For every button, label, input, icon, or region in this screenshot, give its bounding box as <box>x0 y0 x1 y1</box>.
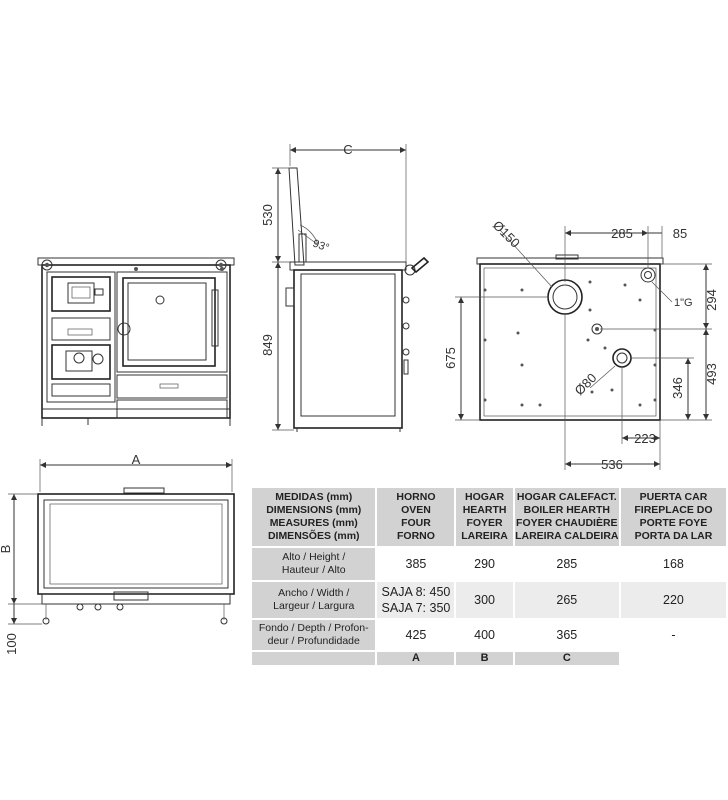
row-label-height: Alto / Height / Hauteur / Alto <box>252 548 376 580</box>
cell-boiler-height: 285 <box>556 556 578 571</box>
dim-849: 849 <box>260 334 275 356</box>
footer-blank <box>252 652 376 665</box>
dimensions-table: MEDIDAS (mm) DIMENSIONS (mm) MEASURES (m… <box>250 486 728 667</box>
dim-530: 530 <box>260 204 275 226</box>
footer-c: C <box>514 652 619 665</box>
header-door: PUERTA CAR FIREPLACE DO PORTE FOYE PORTA… <box>620 488 726 546</box>
dim-80: Ø80 <box>572 370 600 398</box>
table-row: Alto / Height / Hauteur / Alto 385 290 2… <box>252 548 726 580</box>
dim-100: 100 <box>4 633 19 655</box>
front-view <box>37 257 235 426</box>
cell-door-height: 168 <box>663 556 684 571</box>
cell-hearth-height: 290 <box>474 556 495 571</box>
dim-675: 675 <box>443 347 458 369</box>
dim-150: Ø150 <box>490 218 523 251</box>
dim-493: 493 <box>704 363 719 385</box>
cell-boiler-width: 265 <box>514 582 619 618</box>
side-view <box>272 144 430 432</box>
dim-346: 346 <box>670 377 685 399</box>
top-view <box>8 459 235 625</box>
cell-hearth-depth: 400 <box>474 627 495 642</box>
dim-85: 85 <box>673 226 687 241</box>
dim-536: 536 <box>601 457 623 472</box>
dim-a: A <box>132 452 141 467</box>
dim-1g: 1"G <box>674 297 693 309</box>
cell-hearth-width: 300 <box>456 582 513 618</box>
back-view <box>455 226 712 470</box>
row-label-depth: Fondo / Depth / Profon- deur / Profundid… <box>252 620 376 650</box>
cell-boiler-depth: 365 <box>556 627 578 642</box>
cell-oven-depth: 425 <box>405 627 427 642</box>
row-label-width: Ancho / Width / Largeur / Largura <box>252 582 376 618</box>
table-header-row: MEDIDAS (mm) DIMENSIONS (mm) MEASURES (m… <box>252 488 726 546</box>
header-boiler: HOGAR CALEFACT. BOILER HEARTH FOYER CHAU… <box>514 488 619 546</box>
dim-c: C <box>343 142 352 157</box>
header-measures: MEDIDAS (mm) DIMENSIONS (mm) MEASURES (m… <box>252 488 376 546</box>
table-row: Ancho / Width / Largeur / Largura SAJA 8… <box>252 582 726 618</box>
header-hearth: HOGAR HEARTH FOYER LAREIRA <box>456 488 513 546</box>
cell-door-width: 220 <box>620 582 726 618</box>
cell-oven-height: 385 <box>405 556 427 571</box>
cell-door-depth: - <box>671 627 676 642</box>
dim-285: 285 <box>611 226 633 241</box>
footer-b: B <box>456 652 513 665</box>
dim-294: 294 <box>704 289 719 311</box>
footer-empty <box>620 652 726 665</box>
footer-a: A <box>377 652 455 665</box>
header-oven: HORNO OVEN FOUR FORNO <box>377 488 455 546</box>
table-row: Fondo / Depth / Profon- deur / Profundid… <box>252 620 726 650</box>
dim-b: B <box>0 545 13 554</box>
dim-223: 223 <box>634 431 656 446</box>
cell-oven-width: SAJA 8: 450 SAJA 7: 350 <box>377 582 455 618</box>
dim-angle: 93° <box>311 238 331 255</box>
table-footer-row: A B C <box>252 652 726 665</box>
